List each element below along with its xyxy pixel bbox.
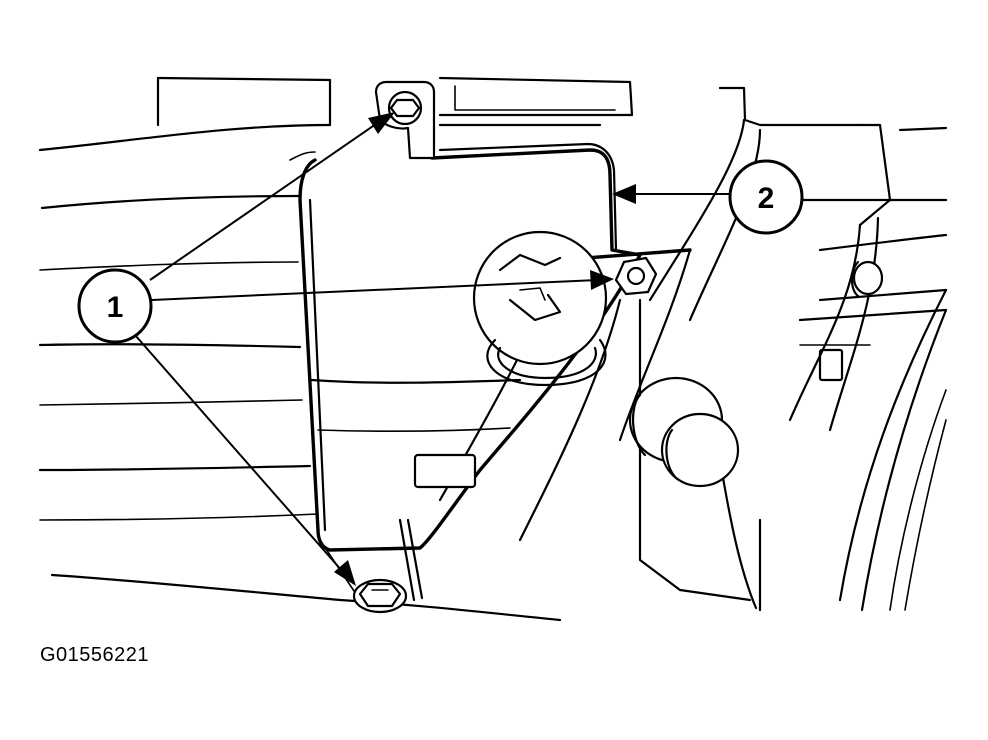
coolant-reservoir bbox=[298, 80, 642, 552]
callout-1-label: 1 bbox=[107, 291, 124, 324]
callout-2-label: 2 bbox=[758, 182, 775, 215]
mount-bracket bbox=[438, 86, 948, 612]
top-bolt bbox=[387, 90, 423, 126]
figure-code: G01556221 bbox=[40, 644, 150, 666]
bottom-bolt bbox=[352, 578, 408, 614]
leader-lines bbox=[134, 112, 730, 586]
callout-2: 2 bbox=[728, 159, 804, 235]
mount-boss bbox=[628, 376, 740, 488]
callout-1: 1 bbox=[77, 268, 153, 344]
right-nut bbox=[614, 256, 658, 296]
